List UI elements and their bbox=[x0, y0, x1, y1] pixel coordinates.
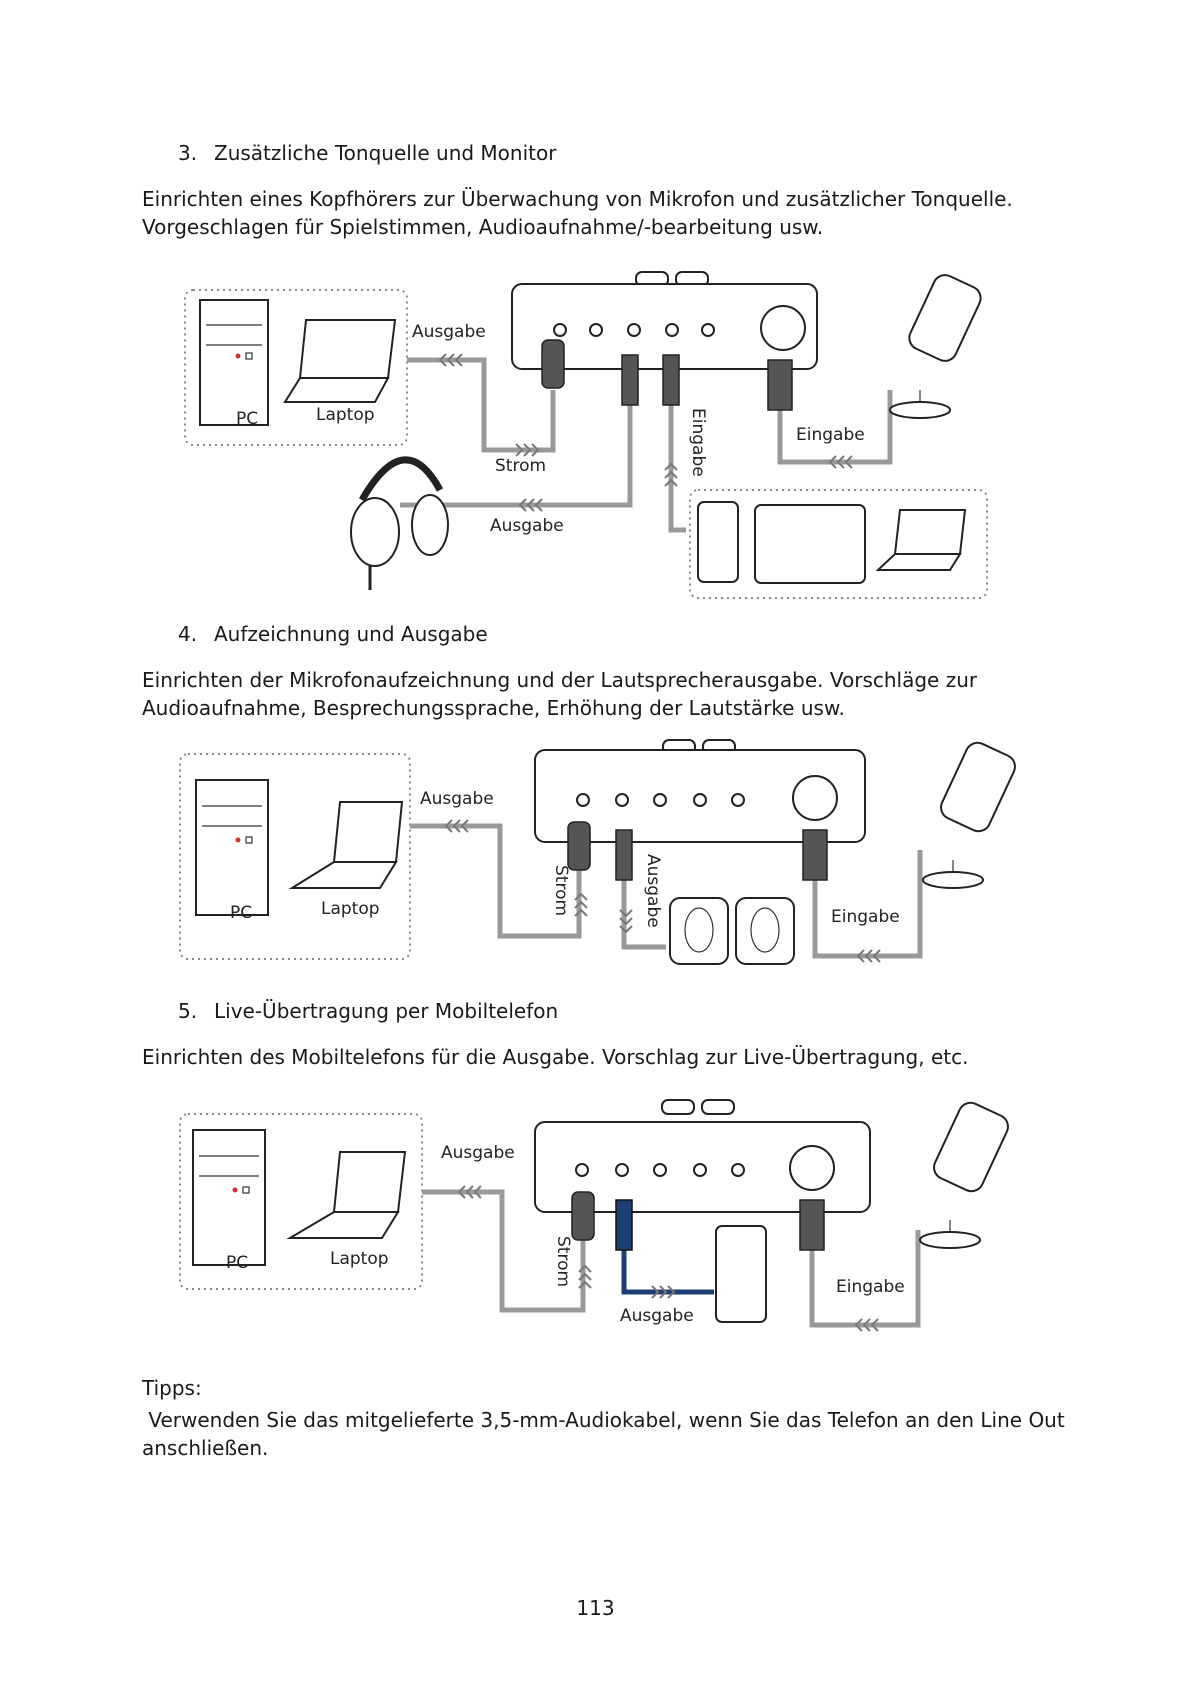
label-laptop: Laptop bbox=[316, 405, 375, 425]
audio-interface-device bbox=[534, 1099, 871, 1213]
usb-cable-pc bbox=[407, 357, 556, 453]
label-power-vertical: Strom bbox=[553, 1236, 573, 1287]
headphone-cable bbox=[400, 405, 633, 508]
smartphone-icon bbox=[715, 1225, 767, 1323]
section-3-title: Zusätzliche Tonquelle und Monitor bbox=[214, 141, 557, 165]
arrow-power-icon bbox=[578, 1264, 592, 1289]
section-3-description: Einrichten eines Kopfhörers zur Überwach… bbox=[142, 187, 1013, 239]
laptop-small-icon bbox=[875, 509, 967, 571]
tips-heading: Tipps: bbox=[142, 1376, 202, 1400]
jack-plug-line-out bbox=[615, 829, 633, 881]
page-number: 113 bbox=[576, 1596, 615, 1620]
arrow-line-in-icon bbox=[664, 462, 678, 487]
usb-c-plug bbox=[541, 339, 565, 389]
label-laptop: Laptop bbox=[330, 1249, 389, 1269]
arrow-out-icon bbox=[444, 819, 469, 833]
jack-plug-headphones bbox=[621, 354, 639, 406]
section-4-number: 4. bbox=[178, 622, 198, 646]
arrow-power-icon bbox=[515, 443, 540, 457]
arrow-mic-icon bbox=[854, 1318, 879, 1332]
label-out-top: Ausgabe bbox=[441, 1143, 515, 1163]
computer-group-box bbox=[179, 753, 411, 960]
label-pc: PC bbox=[236, 409, 258, 429]
speakers-icon bbox=[669, 897, 795, 965]
diagram-additional-source-monitor: PC Laptop bbox=[184, 271, 988, 599]
xlr-plug bbox=[767, 359, 793, 411]
section-4-title: Aufzeichnung und Ausgabe bbox=[214, 622, 488, 646]
section-3-number: 3. bbox=[178, 141, 198, 165]
label-laptop: Laptop bbox=[321, 899, 380, 919]
microphone-icon bbox=[919, 1101, 1009, 1249]
section-5-title: Live-Übertragung per Mobiltelefon bbox=[214, 999, 559, 1023]
jack-plug-line-in bbox=[662, 354, 680, 406]
arrow-phone-icon bbox=[651, 1285, 676, 1299]
microphone-icon bbox=[889, 274, 982, 419]
arrow-out-icon bbox=[438, 353, 463, 367]
computer-group-box bbox=[184, 289, 408, 446]
label-out-bottom: Ausgabe bbox=[620, 1306, 694, 1326]
tips-text: Verwenden Sie das mitgelieferte 3,5-mm-A… bbox=[142, 1408, 1072, 1460]
tablet-icon bbox=[754, 504, 866, 584]
label-pc: PC bbox=[226, 1253, 248, 1273]
label-out-bottom: Ausgabe bbox=[490, 516, 564, 536]
microphone-icon bbox=[922, 741, 1016, 889]
line-in-cable bbox=[668, 405, 686, 533]
label-in-vertical: Eingabe bbox=[688, 408, 708, 477]
arrow-out-icon bbox=[457, 1185, 482, 1199]
pc-tower-icon bbox=[199, 299, 269, 426]
arrow-line-out-icon bbox=[619, 909, 633, 934]
label-out-top: Ausgabe bbox=[420, 789, 494, 809]
label-out-top: Ausgabe bbox=[412, 322, 486, 342]
usb-cable-pc bbox=[410, 823, 582, 939]
headphones-icon bbox=[350, 456, 449, 590]
computer-group-box bbox=[179, 1113, 423, 1290]
audio-cable-to-phone bbox=[621, 1250, 714, 1295]
label-in-mic: Eingabe bbox=[796, 425, 865, 445]
label-power: Strom bbox=[495, 456, 546, 476]
line-out-cable bbox=[621, 880, 666, 950]
label-pc: PC bbox=[230, 903, 252, 923]
section-5-description: Einrichten des Mobiltelefons für die Aus… bbox=[142, 1045, 969, 1069]
section-3-heading: 3. Zusätzliche Tonquelle und Monitor bbox=[178, 141, 556, 165]
laptop-icon bbox=[288, 801, 404, 889]
section-4-description: Einrichten der Mikrofonaufzeichnung und … bbox=[142, 668, 978, 720]
xlr-cable bbox=[777, 390, 893, 465]
laptop-icon bbox=[286, 1151, 407, 1239]
label-in-mic: Eingabe bbox=[831, 907, 900, 927]
laptop-icon bbox=[283, 319, 397, 403]
section-4-heading: 4. Aufzeichnung und Ausgabe bbox=[178, 622, 488, 646]
arrow-mic-icon bbox=[856, 949, 881, 963]
xlr-plug bbox=[802, 829, 828, 881]
label-in-mic: Eingabe bbox=[836, 1277, 905, 1297]
arrow-headphone-icon bbox=[518, 498, 543, 512]
usb-c-plug bbox=[571, 1191, 595, 1241]
pc-tower-icon bbox=[192, 1129, 266, 1266]
label-out-vertical: Ausgabe bbox=[643, 854, 663, 928]
pc-tower-icon bbox=[195, 779, 269, 916]
xlr-plug bbox=[799, 1199, 825, 1251]
arrow-power-icon bbox=[574, 892, 588, 917]
diagram-recording-output: PC Laptop Ausgabe Strom Ausgabe bbox=[179, 739, 1016, 965]
diagram-mobile-live-streaming: PC Laptop Ausgabe Strom Ausgabe Eingabe bbox=[179, 1099, 1009, 1332]
audio-interface-device bbox=[534, 739, 866, 843]
jack-plug-line-out bbox=[615, 1199, 633, 1251]
section-5-heading: 5. Live-Übertragung per Mobiltelefon bbox=[178, 999, 558, 1023]
section-5-number: 5. bbox=[178, 999, 198, 1023]
label-power-vertical: Strom bbox=[551, 865, 571, 916]
smartphone-icon bbox=[697, 501, 739, 583]
xlr-cable bbox=[812, 850, 923, 959]
usb-c-plug bbox=[567, 821, 591, 871]
arrow-mic-icon bbox=[828, 455, 853, 469]
